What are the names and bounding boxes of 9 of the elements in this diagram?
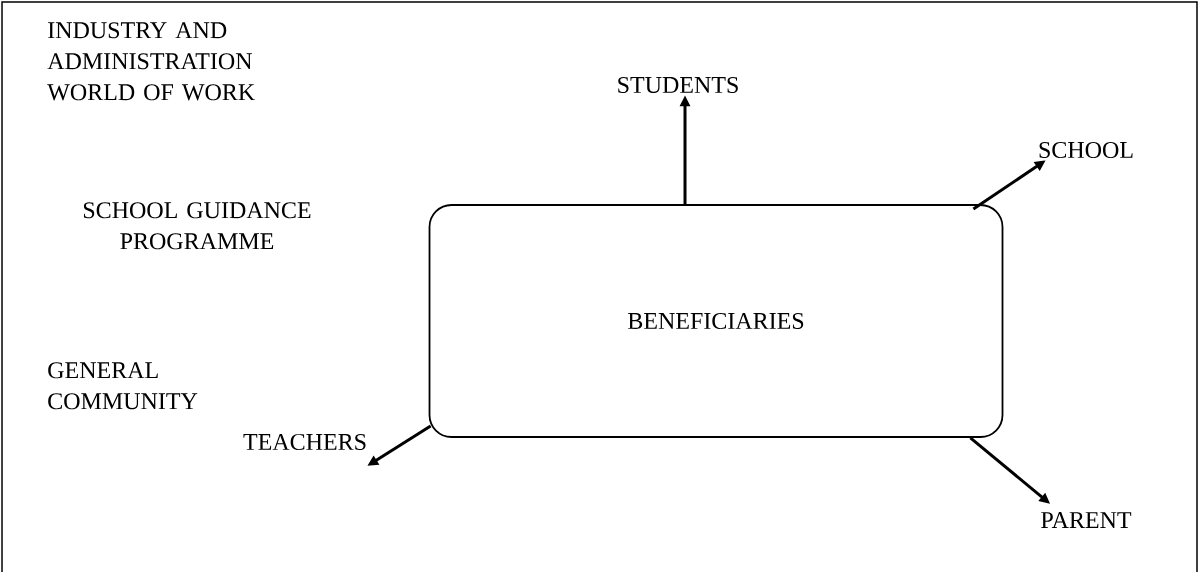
node-text: PARENT (1041, 512, 1132, 528)
node-text: TEACHERS (243, 433, 366, 451)
process-box: BENEFICIARIES (428, 204, 1004, 438)
label: SCHOOL GUIDANCE PROGRAMME (83, 202, 311, 250)
label: GENERAL COMMUNITY (48, 362, 198, 410)
node-text: STUDENTS (618, 76, 738, 94)
node-text: SCHOOL (1039, 141, 1133, 159)
arrow (969, 436, 1050, 504)
label: INDUSTRY AND ADMINISTRATION WORLD OF WORK (47, 22, 255, 101)
